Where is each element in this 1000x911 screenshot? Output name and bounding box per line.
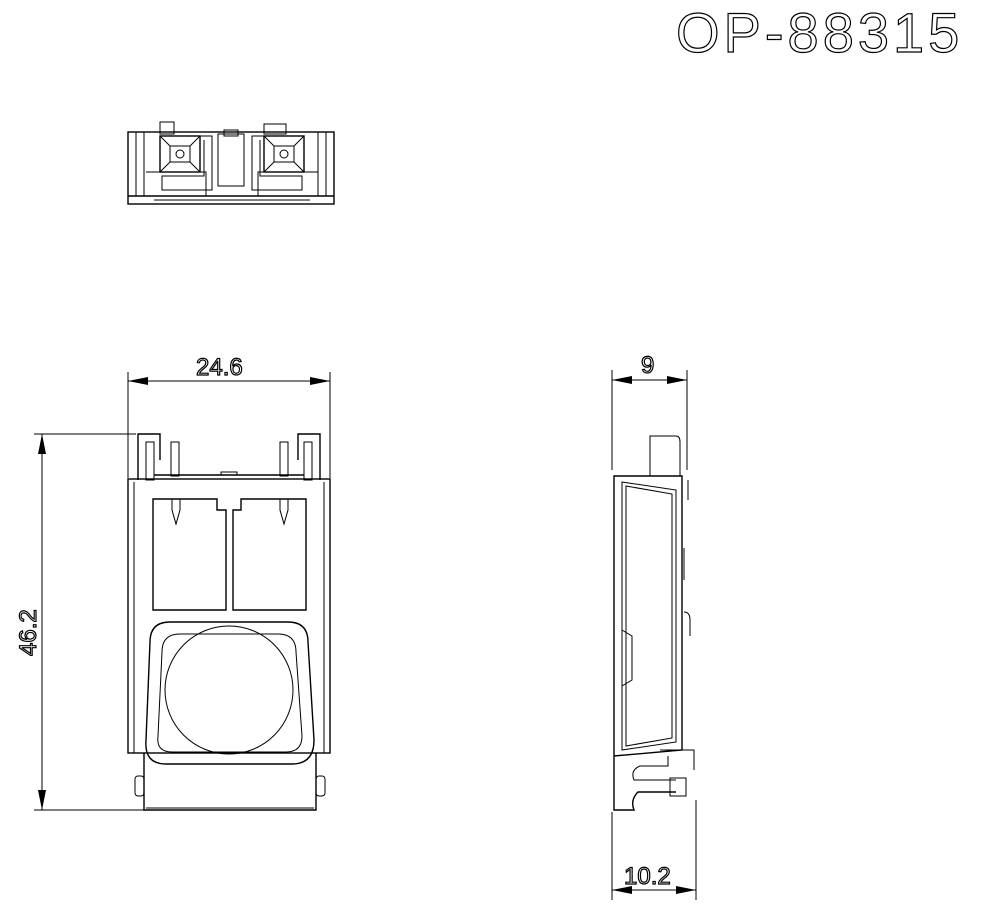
top-view	[127, 121, 335, 205]
bottom-depth-dimension: 10.2	[624, 863, 671, 890]
part-number: OP-88315	[676, 1, 963, 64]
width-dimension: 24.6	[196, 354, 243, 381]
top-depth-dimension: 9	[641, 352, 654, 379]
front-view	[127, 433, 331, 811]
side-dimensions: 9 10.2	[611, 351, 697, 900]
height-dimension: 46.2	[15, 609, 42, 656]
side-view	[613, 435, 695, 811]
front-dimensions: 24.6 46.2	[14, 353, 331, 811]
